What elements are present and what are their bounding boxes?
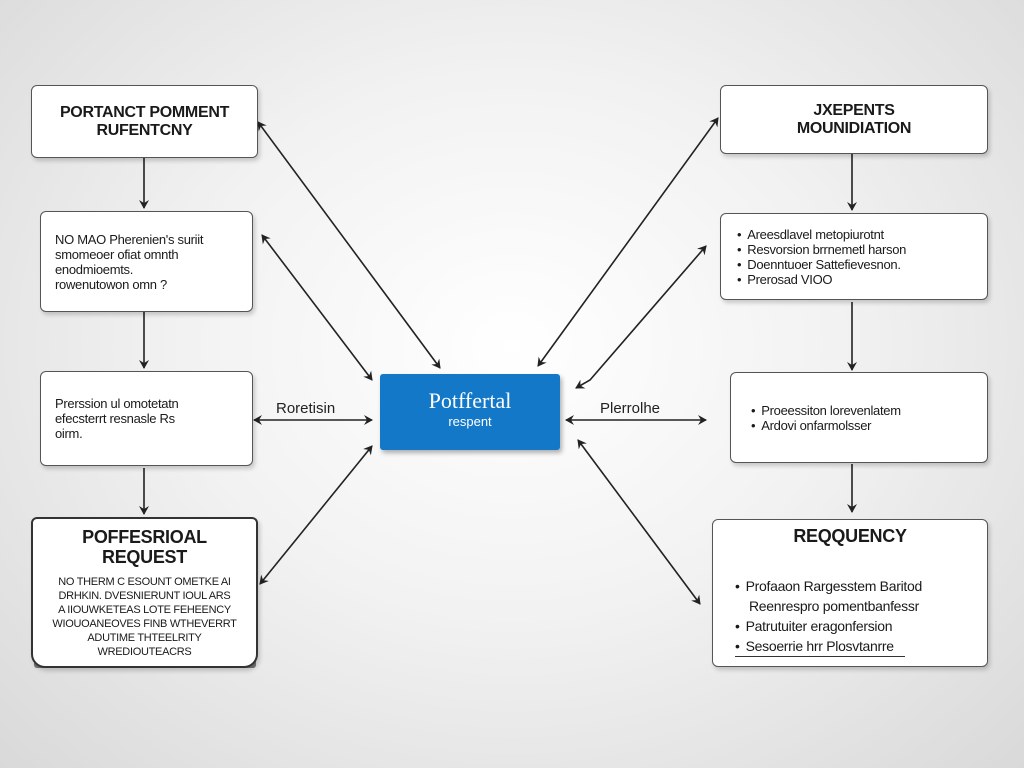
left-node-1-title-line-1: PORTANCT POMMENT (59, 103, 230, 121)
right-node-4-bullet-3: Patrutuiter eragonfersion (735, 616, 987, 636)
right-node-4[interactable]: REQQUENCY Profaaon Rargesstem Baritod Re… (712, 519, 988, 667)
link-left-bottom (259, 445, 373, 585)
link-right-upper (575, 245, 707, 389)
right-node-4-title: REQQUENCY (793, 526, 907, 546)
right-node-2[interactable]: Areesdlavel metopiurotnt Resvorsion brrn… (720, 213, 988, 300)
edge-label-right: Plerrolhe (600, 400, 661, 417)
center-node[interactable]: Potffertal respent (380, 374, 560, 450)
right-node-1-title-line-2: MOUNIDIATION (796, 119, 912, 137)
right-node-2-bullet-4: Prerosad VIOO (737, 272, 987, 287)
link-right-top (537, 117, 719, 367)
link-left-upper (261, 234, 373, 381)
left-node-4-line-5: ADUTIME THTEELRITY (87, 632, 202, 644)
left-node-3-line-3: oirm. (55, 426, 83, 441)
right-node-4-bullet-2: Reenrespro pomentbanfessr (749, 598, 919, 614)
center-node-subtitle: respent (448, 414, 492, 429)
left-node-3-line-1: Prerssion ul omotetatn (55, 396, 179, 411)
right-node-2-bullet-3: Doenntuoer Sattefievesnon. (737, 257, 987, 272)
left-node-4-line-3: A IIOUWKETEAS LOTE FEHEENCY (58, 604, 231, 616)
link-left-top (257, 121, 441, 369)
left-node-2-line-2: smomeoer ofiat omnth (55, 246, 179, 262)
edge-label-left: Roretisin (276, 400, 336, 417)
left-node-4-title-line-1: POFFESRIOAL (82, 527, 207, 547)
right-node-1[interactable]: JXEPENTS MOUNIDIATION (720, 85, 988, 154)
center-node-title: Potffertal (428, 388, 512, 413)
left-node-3-line-2: efecsterrt resnasle Rs (55, 411, 175, 426)
right-node-1-title-line-1: JXEPENTS (813, 101, 895, 119)
left-node-4-line-6: WREDIOUTEACRS (97, 646, 192, 658)
left-node-4-title-line-2: REQUEST (102, 547, 187, 567)
right-node-2-bullet-2: Resvorsion brrnemetl harson (737, 242, 987, 257)
left-node-2[interactable]: NO MAO Pherenien's suriit smomeoer ofiat… (40, 211, 253, 312)
left-node-4-line-1: NO THERM C ESOUNT OMETKE AI (58, 576, 231, 588)
left-node-2-line-1: NO MAO Pherenien's suriit (55, 231, 204, 247)
left-node-1-title-line-2: RUFENTCNY (96, 121, 193, 139)
left-node-4[interactable]: POFFESRIOAL REQUEST NO THERM C ESOUNT OM… (31, 517, 258, 668)
left-node-2-line-3: enodmioemts. (55, 261, 134, 277)
left-node-1[interactable]: PORTANCT POMMENT RUFENTCNY (31, 85, 258, 158)
link-right-bottom (577, 439, 701, 605)
left-node-4-line-2: DRHKIN. DVESNIERUNT IOUL ARS (58, 590, 231, 602)
right-node-4-bullet-1: Profaaon Rargesstem Baritod (735, 576, 987, 596)
left-node-3[interactable]: Prerssion ul omotetatn efecsterrt resnas… (40, 371, 253, 466)
right-node-3[interactable]: Proeessiton lorevenlatem Ardovi onfarmol… (730, 372, 988, 463)
left-node-4-line-4: WIOUOANEOVES FINB WTHEVERRT (52, 618, 237, 630)
right-node-3-bullet-1: Proeessiton lorevenlatem (751, 403, 987, 418)
right-node-2-bullet-1: Areesdlavel metopiurotnt (737, 227, 987, 242)
right-node-4-bullet-4: Sesoerrie hrr Plosvtanrre (735, 636, 905, 657)
left-node-2-line-4: rowenutowon omn ? (55, 276, 167, 292)
right-node-3-bullet-2: Ardovi onfarmolsser (751, 418, 987, 433)
